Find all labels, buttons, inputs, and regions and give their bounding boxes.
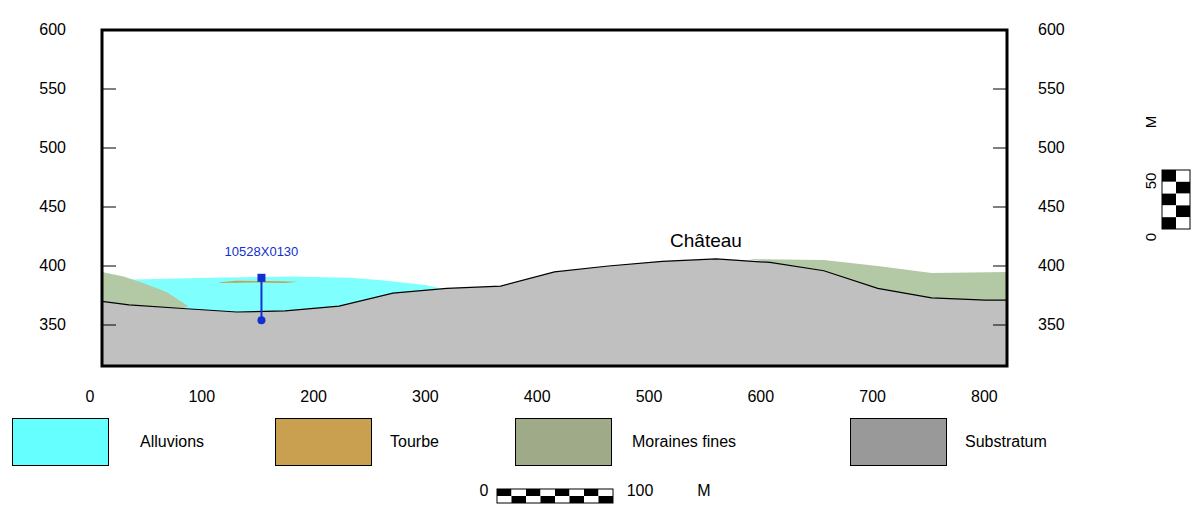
axis-label: 600: [1038, 22, 1065, 38]
axis-tick: [102, 266, 116, 267]
legend-swatch: [515, 418, 612, 466]
scale-label: 0: [1143, 233, 1158, 241]
legend-swatch: [850, 418, 947, 466]
axis-label: 400: [524, 389, 551, 405]
substratum-line: [102, 259, 1007, 312]
axis-tick: [102, 89, 116, 90]
axis-tick: [993, 148, 1007, 149]
axis-label: 550: [39, 81, 66, 97]
axis-label: 600: [39, 22, 66, 38]
axis-tick: [102, 207, 116, 208]
legend-label: Moraines fines: [632, 434, 736, 450]
axis-label: 100: [188, 389, 215, 405]
legend-label: Alluvions: [140, 434, 204, 450]
axis-label: 450: [39, 199, 66, 215]
borehole-foot: [257, 316, 265, 324]
legend-label: Tourbe: [390, 434, 439, 450]
scale-label: M: [697, 483, 710, 499]
borehole-id: 10528X0130: [225, 245, 299, 258]
axis-label: 550: [1038, 81, 1065, 97]
axis-tick: [993, 266, 1007, 267]
axis-tick: [993, 207, 1007, 208]
scale-label: 0: [480, 483, 489, 499]
scale-label: 50: [1143, 173, 1158, 190]
substratum-area: [102, 259, 1007, 366]
scale-label: M: [1143, 116, 1158, 129]
axis-label: 500: [39, 140, 66, 156]
axis-tick: [993, 89, 1007, 90]
axis-label: 800: [971, 389, 998, 405]
legend-swatch: [12, 418, 109, 466]
axis-label: 300: [412, 389, 439, 405]
scale-label: 100: [627, 483, 654, 499]
axis-label: 700: [859, 389, 886, 405]
borehole: [260, 278, 262, 320]
legend-label: Substratum: [965, 434, 1047, 450]
axis-label: 200: [300, 389, 327, 405]
axis-tick: [102, 148, 116, 149]
borehole-head: [257, 274, 265, 282]
axis-tick: [993, 325, 1007, 326]
axis-label: 350: [39, 317, 66, 333]
place-name: Château: [670, 231, 742, 250]
axis-tick: [102, 325, 116, 326]
axis-label: 600: [747, 389, 774, 405]
axis-label: 400: [39, 258, 66, 274]
plot-frame: [102, 30, 1007, 366]
axis-label: 400: [1038, 258, 1065, 274]
scale-bar: [497, 489, 613, 503]
axis-label: 500: [1038, 140, 1065, 156]
axis-label: 0: [86, 389, 95, 405]
scale-bar: [1162, 170, 1190, 229]
axis-label: 500: [636, 389, 663, 405]
axis-label: 450: [1038, 199, 1065, 215]
axis-label: 350: [1038, 317, 1065, 333]
legend-swatch: [275, 418, 372, 466]
